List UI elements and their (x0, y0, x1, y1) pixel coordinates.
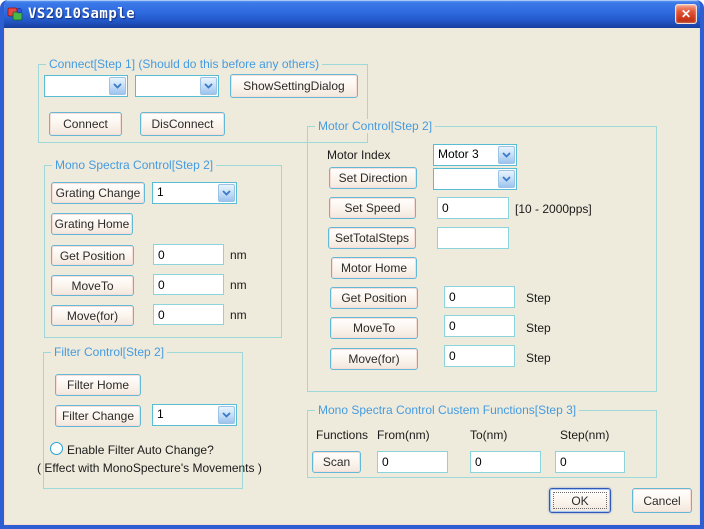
motor-moveto-unit: Step (526, 321, 551, 335)
port-combobox[interactable] (44, 75, 128, 97)
close-icon: ✕ (680, 7, 692, 21)
close-button[interactable]: ✕ (675, 4, 697, 24)
motor-movefor-button[interactable]: Move(for) (330, 348, 418, 370)
chevron-down-icon (204, 83, 213, 89)
titlebar: VS2010Sample ✕ (4, 0, 700, 28)
grating-combobox-dropdown-button[interactable] (218, 184, 235, 202)
motor-group: Motor Control[Step 2] (307, 119, 657, 392)
motor-index-label: Motor Index (327, 148, 391, 162)
connect-group-label: Connect[Step 1] (Should do this before a… (46, 57, 323, 71)
cancel-button[interactable]: Cancel (632, 488, 692, 513)
filter-combobox-value: 1 (157, 407, 164, 421)
connect-group: Connect[Step 1] (Should do this before a… (38, 57, 368, 143)
port-combobox-value (45, 76, 108, 96)
filter-change-button[interactable]: Filter Change (55, 405, 141, 427)
motor-index-combobox[interactable]: Motor 3 (433, 144, 517, 166)
mono-get-position-input[interactable] (153, 244, 224, 265)
step-header: Step(nm) (560, 428, 610, 442)
motor-movefor-input[interactable] (444, 345, 515, 367)
from-header: From(nm) (377, 428, 430, 442)
chevron-down-icon (502, 176, 511, 182)
set-total-steps-button[interactable]: SetTotalSteps (328, 227, 416, 249)
grating-combobox[interactable]: 1 (152, 182, 237, 204)
device-combobox[interactable] (135, 75, 219, 97)
mono-moveto-button[interactable]: MoveTo (51, 275, 134, 296)
direction-combobox[interactable] (433, 168, 517, 190)
motor-get-position-unit: Step (526, 291, 551, 305)
custom-functions-group-label: Mono Spectra Control Custem Functions[St… (315, 403, 580, 417)
mono-movefor-unit: nm (230, 308, 247, 322)
grating-home-button[interactable]: Grating Home (51, 213, 133, 235)
mono-movefor-button[interactable]: Move(for) (51, 305, 134, 326)
scan-from-input[interactable] (377, 451, 448, 473)
chevron-down-icon (222, 412, 231, 418)
mono-get-position-unit: nm (230, 248, 247, 262)
filter-group: Filter Control[Step 2] (43, 345, 243, 489)
focus-ring (553, 492, 607, 509)
device-combobox-value (136, 76, 199, 96)
filter-home-button[interactable]: Filter Home (55, 374, 141, 396)
device-combobox-dropdown-button[interactable] (200, 77, 217, 95)
functions-header: Functions (316, 428, 369, 442)
motor-index-combobox-value: Motor 3 (438, 147, 479, 161)
scan-button[interactable]: Scan (312, 451, 361, 473)
chevron-down-icon (222, 190, 231, 196)
direction-combobox-dropdown-button[interactable] (498, 170, 515, 188)
custom-functions-group: Mono Spectra Control Custem Functions[St… (307, 403, 657, 478)
grating-change-button[interactable]: Grating Change (51, 182, 145, 204)
motor-moveto-button[interactable]: MoveTo (330, 317, 418, 339)
grating-combobox-value: 1 (157, 185, 164, 199)
speed-range-label: [10 - 2000pps] (515, 202, 592, 216)
mono-movefor-input[interactable] (153, 304, 224, 325)
mono-moveto-input[interactable] (153, 274, 224, 295)
motor-get-position-button[interactable]: Get Position (330, 287, 418, 309)
show-setting-dialog-button[interactable]: ShowSettingDialog (230, 74, 358, 98)
mono-moveto-unit: nm (230, 278, 247, 292)
motor-moveto-input[interactable] (444, 315, 515, 337)
set-speed-input[interactable] (437, 197, 509, 219)
app-icon (7, 6, 23, 22)
filter-combobox-dropdown-button[interactable] (218, 406, 235, 424)
window-title: VS2010Sample (28, 6, 136, 22)
enable-filter-auto-change-label: Enable Filter Auto Change? (67, 443, 214, 457)
to-header: To(nm) (470, 428, 508, 442)
ok-button[interactable]: OK (549, 488, 611, 513)
filter-group-label: Filter Control[Step 2] (51, 345, 168, 359)
mono-get-position-button[interactable]: Get Position (51, 245, 134, 266)
scan-step-input[interactable] (555, 451, 625, 473)
ok-button-label: OK (571, 493, 589, 508)
chevron-down-icon (113, 83, 122, 89)
direction-combobox-value (434, 169, 497, 189)
set-total-steps-input[interactable] (437, 227, 509, 249)
filter-combobox[interactable]: 1 (152, 404, 237, 426)
motor-group-label: Motor Control[Step 2] (315, 119, 436, 133)
set-speed-button[interactable]: Set Speed (329, 197, 416, 219)
motor-home-button[interactable]: Motor Home (331, 257, 417, 279)
filter-note: ( Effect with MonoSpecture's Movements ) (37, 461, 262, 475)
motor-index-combobox-dropdown-button[interactable] (498, 146, 515, 164)
set-direction-button[interactable]: Set Direction (329, 167, 417, 189)
mono-spectra-group-label: Mono Spectra Control[Step 2] (52, 158, 217, 172)
port-combobox-dropdown-button[interactable] (109, 77, 126, 95)
motor-movefor-unit: Step (526, 351, 551, 365)
scan-to-input[interactable] (470, 451, 541, 473)
connect-button[interactable]: Connect (49, 112, 122, 136)
enable-filter-auto-change-radio[interactable] (50, 442, 63, 455)
disconnect-button[interactable]: DisConnect (140, 112, 225, 136)
motor-get-position-input[interactable] (444, 286, 515, 308)
mono-spectra-group: Mono Spectra Control[Step 2] (44, 158, 282, 338)
chevron-down-icon (502, 152, 511, 158)
